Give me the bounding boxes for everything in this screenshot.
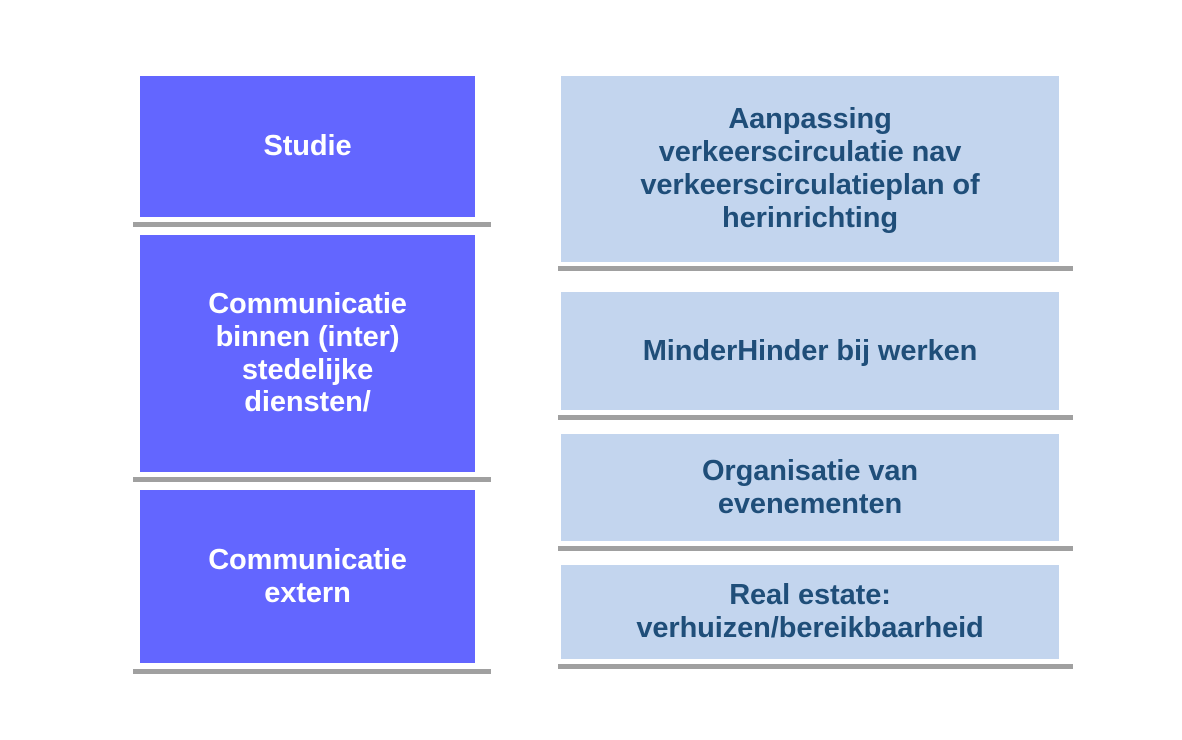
right-card-verkeerscirculatie-label: Aanpassing verkeerscirculatie nav verkee… (640, 103, 980, 234)
left-card-studie[interactable]: Studie (140, 76, 475, 217)
right-card-real-estate-label: Real estate: verhuizen/bereikbaarheid (636, 579, 984, 644)
right-card-verkeerscirculatie-shadow-bar (558, 266, 1073, 271)
right-card-real-estate-shadow-bar (558, 664, 1073, 669)
left-card-communicatie-intern-label: Communicatie binnen (inter) stedelijke d… (208, 287, 407, 419)
right-card-evenementen[interactable]: Organisatie van evenementen (561, 434, 1059, 541)
right-card-evenementen-label: Organisatie van evenementen (701, 454, 919, 520)
left-card-communicatie-extern-label: Communicatie extern (208, 543, 407, 609)
right-card-real-estate[interactable]: Real estate: verhuizen/bereikbaarheid (561, 565, 1059, 659)
left-card-communicatie-extern-shadow-bar (133, 669, 491, 674)
right-card-minderhinder-shadow-bar (558, 415, 1073, 420)
right-card-evenementen-shadow-bar (558, 546, 1073, 551)
right-card-minderhinder[interactable]: MinderHinder bij werken (561, 292, 1059, 410)
left-card-studie-label: Studie (263, 130, 352, 163)
right-card-verkeerscirculatie[interactable]: Aanpassing verkeerscirculatie nav verkee… (561, 76, 1059, 262)
left-card-communicatie-extern[interactable]: Communicatie extern (140, 490, 475, 663)
left-card-studie-shadow-bar (133, 222, 491, 227)
left-card-communicatie-intern[interactable]: Communicatie binnen (inter) stedelijke d… (140, 235, 475, 472)
left-card-communicatie-intern-shadow-bar (133, 477, 491, 482)
right-card-minderhinder-label: MinderHinder bij werken (642, 334, 978, 367)
